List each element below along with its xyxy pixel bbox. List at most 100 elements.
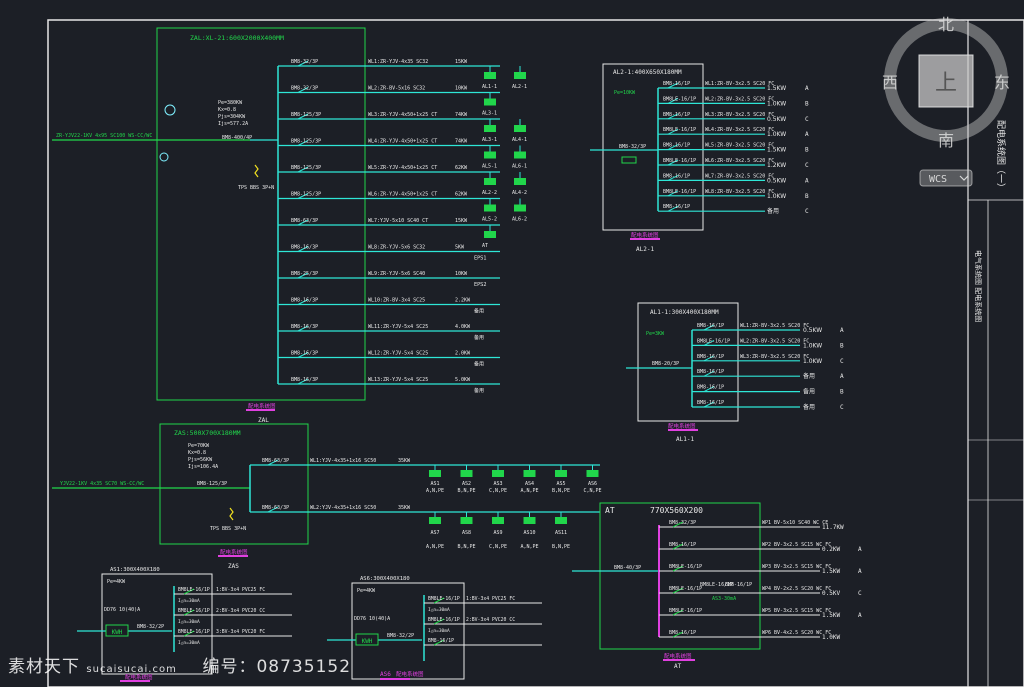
zas-bottom-load-sub-4: B,N,PE bbox=[552, 544, 570, 550]
at-row-power-3: 0.5KV bbox=[822, 590, 840, 597]
zas-branch-cable-1: WL2:YJV-4x35+1x16 SC50 bbox=[310, 505, 376, 511]
zal-branch-breaker-1: BM8-32/3P bbox=[291, 86, 318, 92]
watermark-site-cn: 素材天下 bbox=[8, 657, 80, 677]
as1-row-breaker-1: BM8LE-16/1P bbox=[178, 608, 210, 614]
al1-pe: Pe=3KW bbox=[646, 331, 665, 337]
al1-row-breaker-4: BM8-16/1P bbox=[697, 385, 724, 391]
zal-branch-breaker-7: BM8-16/3P bbox=[291, 245, 318, 251]
zas-bottom-load-name-4: AS11 bbox=[555, 530, 567, 536]
zal-branch-breaker-symbol-7 bbox=[297, 246, 309, 252]
at-mid-breaker: BM8LE-16/1P bbox=[700, 582, 733, 588]
al1-row-power-4: 备用 bbox=[803, 388, 815, 396]
panel-zas-box bbox=[159, 423, 309, 545]
at-mid-breaker-2: BM8-16/1P bbox=[725, 582, 752, 588]
panel-at-title: AT bbox=[605, 506, 615, 515]
at-row-power-5: 1.0KW bbox=[822, 634, 840, 641]
zal-branch-load-9: 备用 bbox=[474, 308, 484, 315]
al1-row-breaker-symbol-1 bbox=[703, 339, 715, 346]
zal-load-symbol-0 bbox=[484, 72, 496, 79]
at-label: AT bbox=[674, 663, 682, 670]
zal-load2-symbol-0 bbox=[514, 72, 526, 79]
view-cube-south[interactable]: 南 bbox=[938, 131, 954, 150]
zas-bottom-load-sub-2: C,N,PE bbox=[489, 544, 507, 550]
watermark: 素材天下 sucaisucai.com 编号：08735152 bbox=[8, 652, 351, 677]
zas-param-3: Ijs=106.4A bbox=[188, 464, 218, 470]
as1-kwh: KWH bbox=[112, 629, 123, 636]
at-row-breaker-symbol-2 bbox=[672, 565, 684, 572]
view-cube-face-top[interactable] bbox=[918, 54, 974, 108]
al2-main-breaker: BM8-32/3P bbox=[619, 144, 646, 150]
al1-row-breaker-symbol-4 bbox=[703, 386, 715, 393]
panel-zas-title: ZAS:500X700X180MM bbox=[174, 429, 241, 437]
zal-load-symbol-2 bbox=[484, 125, 496, 132]
zal-branch-cable-11: WL12:ZR-YJV-5x4 SC25 bbox=[368, 351, 428, 357]
zas-top-load-name-3: AS4 bbox=[525, 481, 534, 487]
zal-branch-power-7: 5KW bbox=[455, 245, 465, 251]
zal-branch-breaker-9: BM8-16/3P bbox=[291, 298, 318, 304]
zas-bottom-load-name-1: AS8 bbox=[462, 530, 471, 536]
at-row-note-1: A bbox=[858, 546, 862, 553]
view-cube-east[interactable]: 东 bbox=[994, 73, 1010, 92]
zas-param-2: Pjs=56KW bbox=[188, 457, 213, 463]
zal-branch-cable-10: WL11:ZR-YJV-5x4 SC25 bbox=[368, 324, 428, 330]
al2-row-power-4: 1.5KW bbox=[767, 147, 786, 154]
view-cube[interactable]: 上 北 南 西 东 WCS bbox=[874, 10, 1024, 200]
al2-row-power-0: 1.5KW bbox=[767, 85, 786, 92]
as1-box bbox=[101, 573, 213, 675]
zal-ct-symbol bbox=[159, 152, 169, 162]
zal-branch-breaker-symbol-12 bbox=[297, 378, 309, 385]
wcs-menu-button[interactable] bbox=[919, 169, 973, 187]
as6-row-sub-0: I△n=30mA bbox=[428, 607, 450, 613]
al1-row-phase-3: A bbox=[840, 373, 844, 380]
as1-row-sub-2: I△n=30mA bbox=[178, 640, 200, 646]
al1-row-power-3: 备用 bbox=[803, 372, 815, 380]
al1-row-phase-1: B bbox=[840, 342, 844, 349]
zal-branch-cable-3: WL4:ZR-YJV-4x50+1x25 CT bbox=[368, 139, 437, 145]
zal-branch-cable-6: WL7:YJV-5x10 SC40 CT bbox=[368, 218, 428, 224]
zal-branch-cable-7: WL8:ZR-YJV-5x6 SC32 bbox=[368, 245, 425, 251]
zal-branch-breaker-symbol-3 bbox=[297, 140, 309, 146]
zas-label: ZAS bbox=[228, 563, 239, 570]
at-mid-label: AS3-30mA bbox=[712, 596, 736, 602]
zas-param-0: Pe=70KW bbox=[188, 443, 210, 449]
as1-main-breaker: BM8-32/2P bbox=[137, 624, 164, 630]
panel-al1-title: AL1-1:300X400X180MM bbox=[650, 309, 719, 316]
panel-zal-title: ZAL:XL-21:600X2000X400MM bbox=[190, 34, 284, 42]
al2-row-breaker-5: BM8LE-16/1P bbox=[663, 158, 696, 164]
al2-row-breaker-symbol-2 bbox=[667, 113, 679, 120]
view-cube-north[interactable]: 北 bbox=[938, 15, 954, 34]
view-cube-ring[interactable] bbox=[884, 18, 1008, 142]
al1-row-power-0: 0.5KW bbox=[803, 327, 822, 334]
zal-branch-cable-0: WL1:ZR-YJV-4x35 SC32 bbox=[368, 59, 428, 65]
al2-row-breaker-7: BM8LE-16/1P bbox=[663, 189, 696, 195]
as6-label-cn: 配电系统图 bbox=[396, 670, 424, 678]
zas-param-1: Kx=0.8 bbox=[188, 450, 206, 456]
panel-at-box bbox=[599, 502, 761, 650]
al2-row-phase-8: C bbox=[805, 208, 809, 215]
al1-label-cn: 配电系统图 bbox=[668, 422, 696, 430]
zas-top-load-symbol-4 bbox=[555, 470, 567, 477]
zal-branch-power-3: 74KW bbox=[455, 139, 468, 145]
zal-branch-cable-12: WL13:ZR-YJV-5x4 SC25 bbox=[368, 377, 428, 383]
at-row-breaker-0: BM8-32/3P bbox=[669, 520, 696, 526]
al1-row-breaker-2: BM8-16/1P bbox=[697, 354, 724, 360]
zal-branch-breaker-2: BM8-125/3P bbox=[291, 112, 321, 118]
zas-bottom-load-symbol-4 bbox=[555, 517, 567, 524]
zal-branch-load2-2: AL4-1 bbox=[512, 137, 527, 143]
zas-bottom-load-name-2: AS9 bbox=[493, 530, 502, 536]
at-row-breaker-symbol-0 bbox=[672, 521, 684, 528]
al2-row-phase-7: B bbox=[805, 193, 809, 200]
zas-bottom-load-symbol-0 bbox=[429, 517, 441, 524]
zal-branch-load-3: AL5-1 bbox=[482, 164, 497, 170]
at-row-cable-4: WP5 BV-3x2.5 SC15 WC FC bbox=[762, 608, 831, 614]
zas-top-load-symbol-5 bbox=[586, 470, 599, 477]
al2-row-breaker-symbol-8 bbox=[667, 205, 679, 212]
zas-top-load-symbol-1 bbox=[460, 470, 473, 477]
view-cube-west[interactable]: 西 bbox=[882, 73, 898, 92]
zal-branch-load-10: 备用 bbox=[474, 334, 484, 341]
zal-branch-load2-3: AL6-1 bbox=[512, 164, 527, 170]
wcs-dropdown-icon bbox=[959, 175, 969, 181]
zas-top-load-name-4: AS5 bbox=[556, 481, 565, 487]
